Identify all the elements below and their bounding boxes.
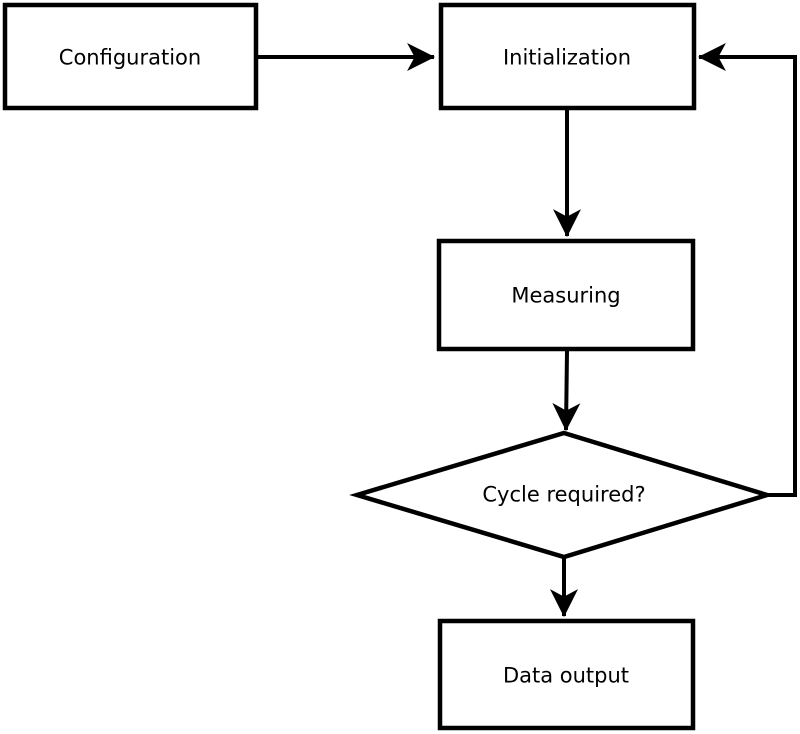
arrow-cycle-required-to-initialization-feedback (697, 43, 797, 497)
initialization-label: Initialization (503, 45, 631, 69)
data-output-box (437, 618, 696, 731)
arrow-measuring-to-cycle-required (552, 350, 581, 432)
configuration-label: Configuration (59, 45, 201, 69)
cycle-required-label: Cycle required? (482, 482, 645, 506)
configuration-box (2, 2, 259, 111)
initialization-box (438, 2, 697, 111)
data-output-label: Data output (503, 663, 629, 687)
measuring-label: Measuring (511, 283, 620, 307)
cycle-required-diamond (349, 430, 775, 560)
measuring-box (436, 238, 696, 352)
